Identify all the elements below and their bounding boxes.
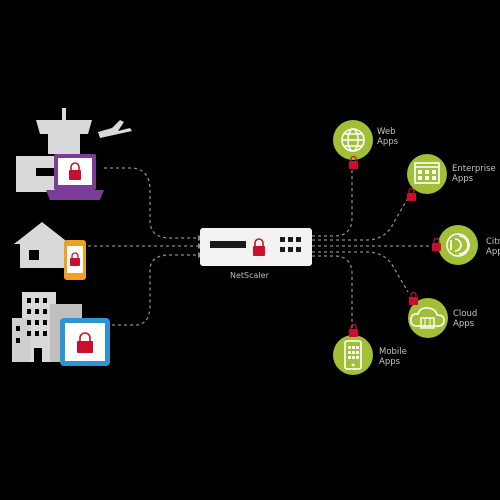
lock-icon (407, 187, 416, 201)
app-mobile (333, 323, 373, 375)
connector-cloud (312, 251, 409, 293)
app-label-citrix-line2: Apps (486, 247, 500, 257)
cloud-icon (410, 307, 445, 329)
office-buildings (12, 292, 110, 366)
connector-web (312, 170, 353, 237)
app-label-enterprise-line1: Enterprise (452, 164, 496, 174)
app-label-cloud-line2: Apps (453, 319, 475, 329)
home (14, 222, 86, 280)
app-label-web-line2: Apps (377, 137, 399, 147)
app-citrix (432, 225, 478, 265)
tablet-lock-icon (60, 318, 110, 366)
app-label-cloud-line1: Cloud (453, 309, 478, 319)
app-label-web-line1: Web (377, 127, 396, 137)
app-label-mobile-line1: Mobile (379, 347, 407, 357)
control-tower-airplane-icon (16, 108, 132, 192)
right-connectors (312, 170, 432, 330)
app-label-enterprise: Enterprise Apps (452, 164, 496, 184)
lock-icon (349, 323, 358, 337)
mobile-phone-icon (344, 340, 362, 370)
lock-icon (349, 155, 358, 169)
citrix-receiver-icon (446, 233, 470, 257)
airport-office (16, 108, 132, 200)
globe-icon (341, 128, 365, 152)
netscaler-appliance-icon (200, 228, 312, 266)
house-icon (14, 222, 70, 268)
app-cloud (408, 291, 448, 338)
app-label-citrix: Citrix Apps (486, 237, 500, 257)
connector-airport (104, 167, 200, 239)
lock-icon (409, 291, 418, 305)
lock-icon (432, 237, 441, 251)
laptop-lock-icon (46, 154, 104, 200)
app-enterprise (407, 154, 447, 201)
connector-enterprise (312, 197, 409, 241)
phone-lock-icon (64, 240, 86, 280)
app-label-web: Web Apps (377, 127, 398, 147)
connector-buildings (112, 254, 200, 326)
enterprise-apps-icon (414, 162, 440, 184)
left-connectors (88, 167, 200, 326)
app-web (333, 120, 373, 169)
app-label-enterprise-line2: Apps (452, 174, 474, 184)
app-label-citrix-line1: Citrix (486, 237, 500, 247)
netscaler-label: NetScaler (230, 271, 269, 280)
app-label-mobile: Mobile Apps (379, 347, 407, 367)
app-label-mobile-line2: Apps (379, 357, 401, 367)
connector-mobile (312, 255, 353, 330)
app-label-cloud: Cloud Apps (453, 309, 477, 329)
